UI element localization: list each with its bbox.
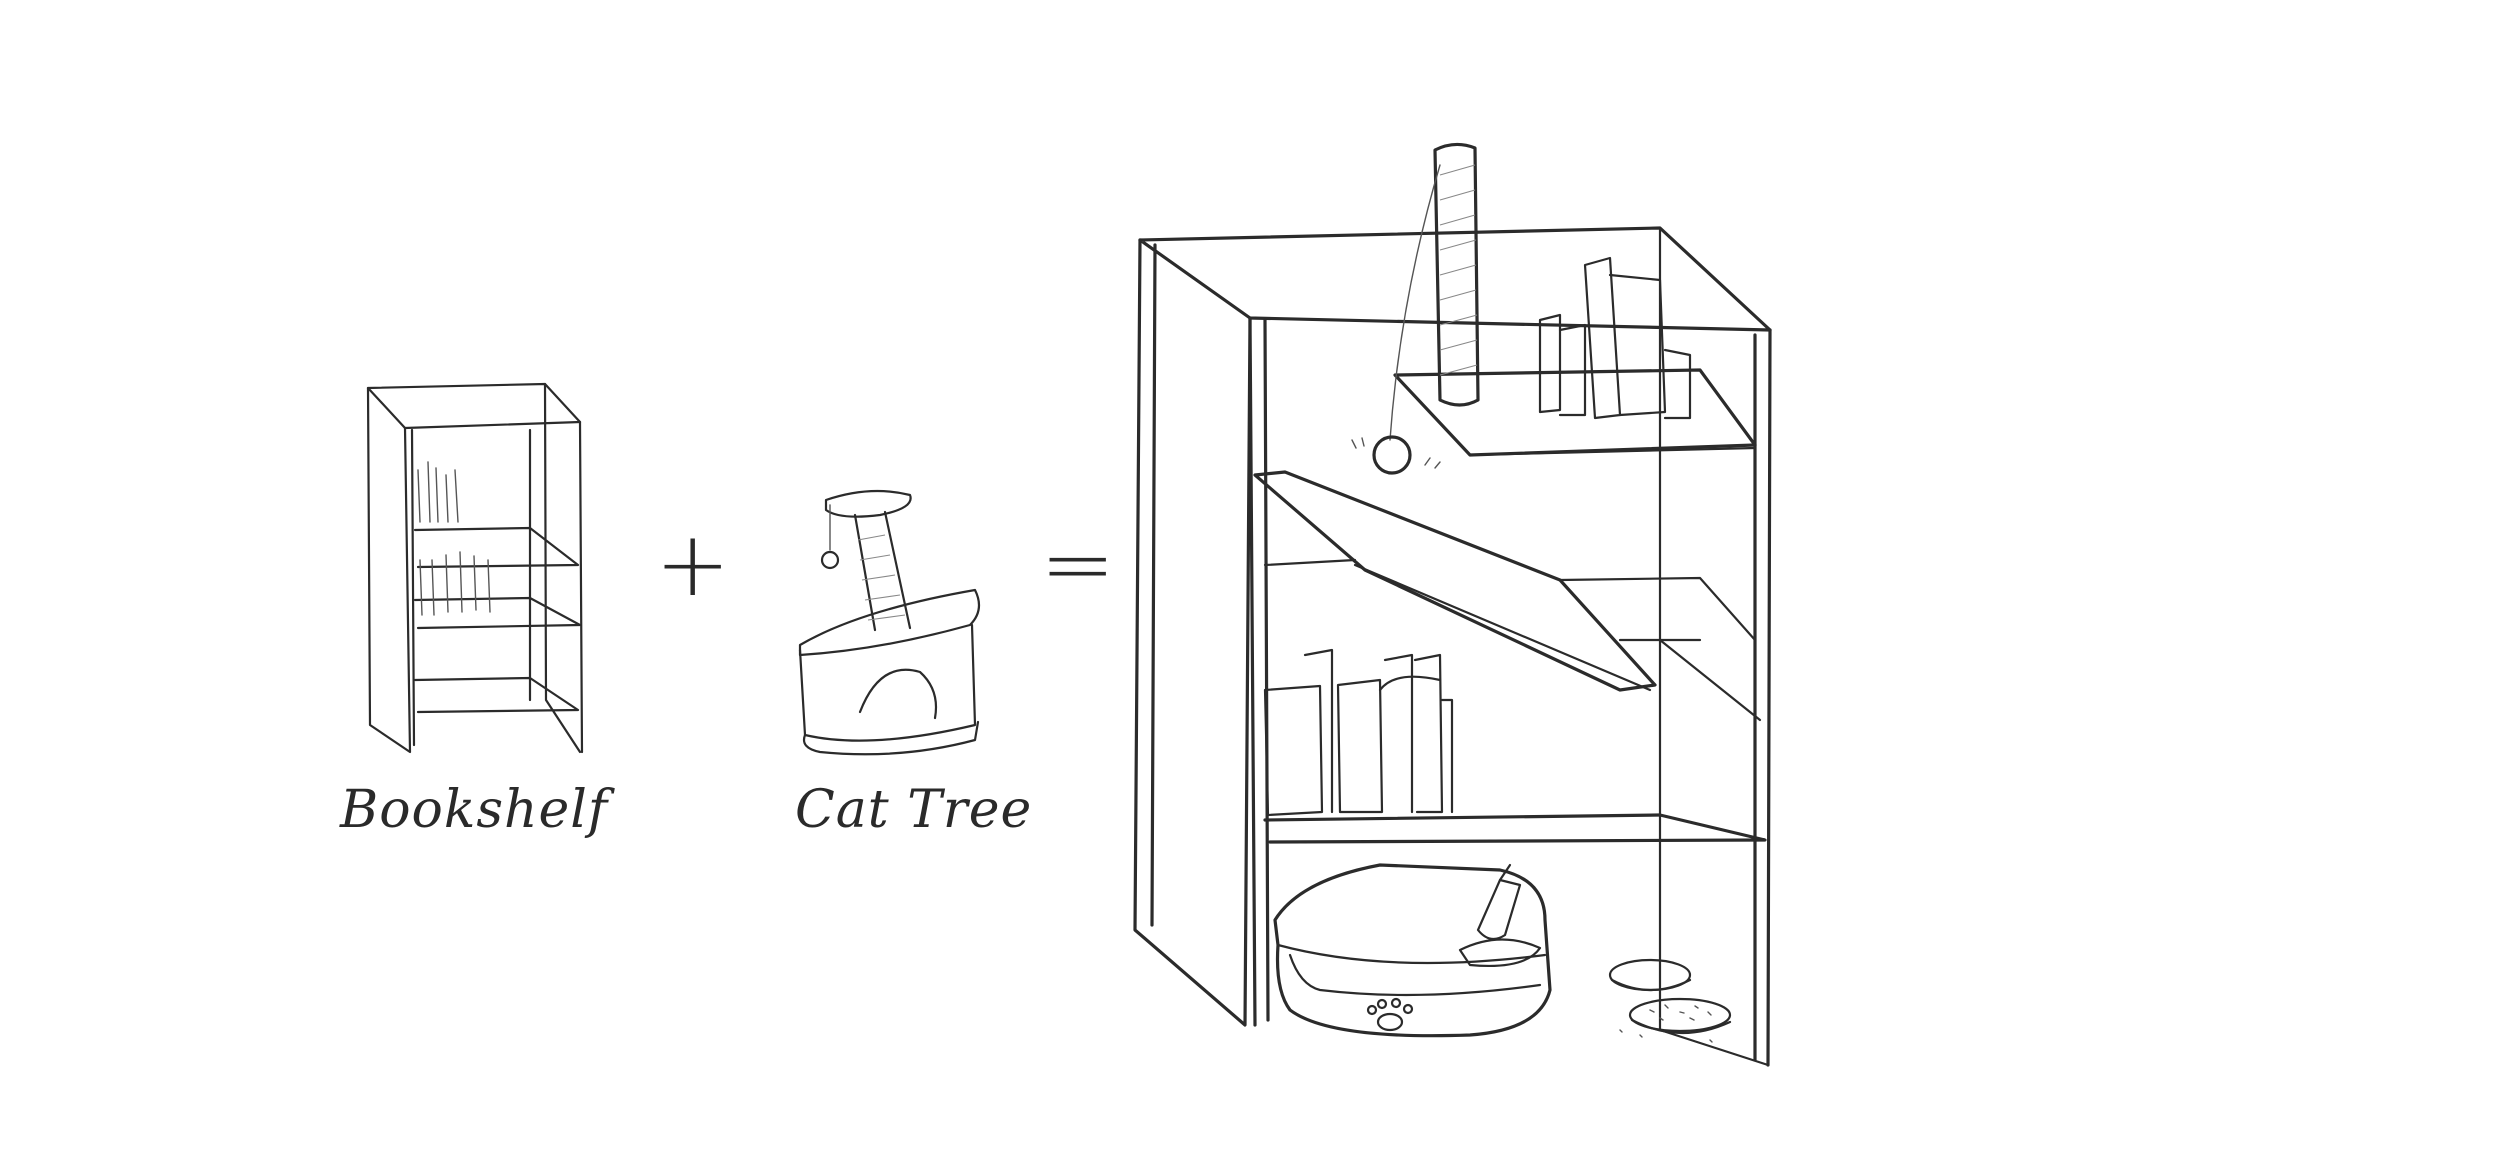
- equals-symbol: =: [1040, 520, 1115, 610]
- bookshelf-label: Bookshelf: [340, 780, 608, 840]
- plus-symbol: +: [655, 520, 730, 610]
- cat-tree-label: Cat Tree: [795, 780, 1032, 840]
